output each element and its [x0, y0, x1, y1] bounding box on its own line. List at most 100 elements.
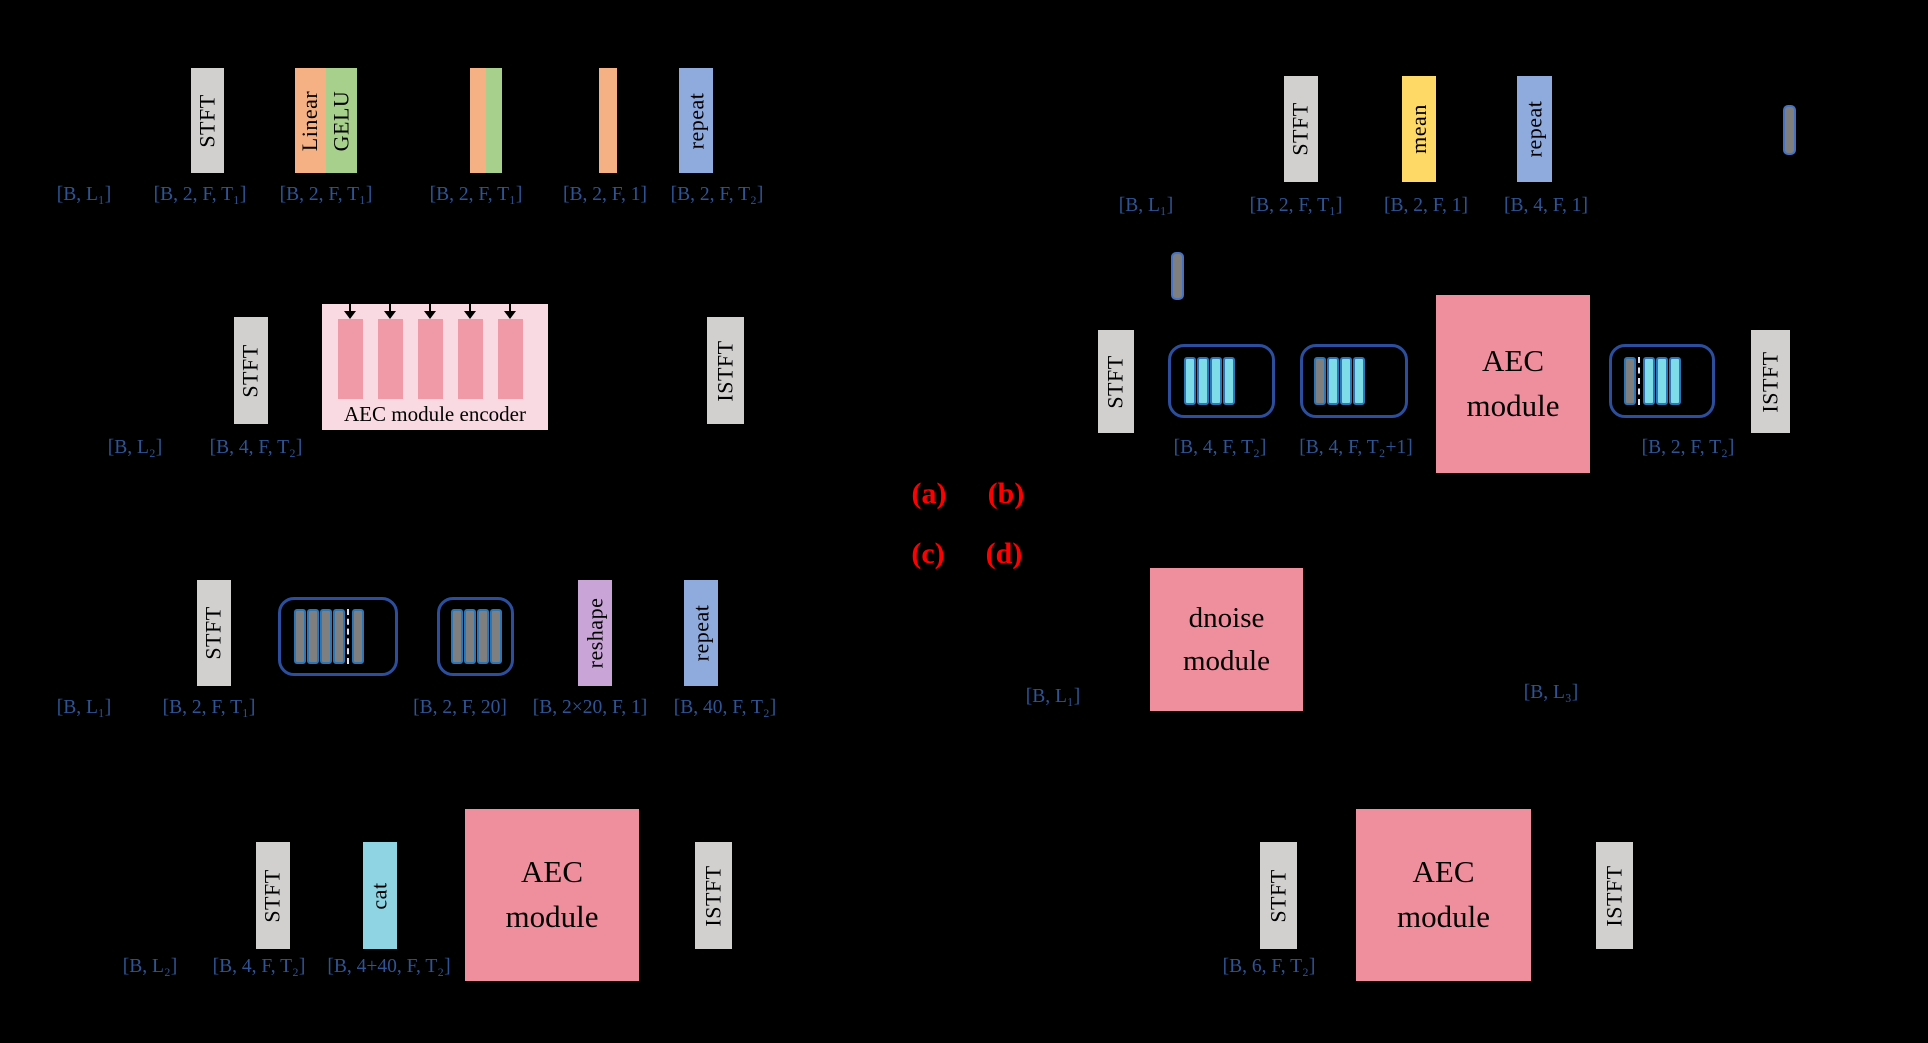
feature-bar — [1210, 357, 1222, 405]
signal-capsule — [1171, 252, 1184, 300]
stft-block: STFT — [191, 68, 224, 173]
feature-bar — [490, 609, 502, 664]
istft-block: ISTFT — [1596, 842, 1633, 949]
feature-bar — [1314, 357, 1326, 405]
tensor-shape-label: [B, 2, F, T₂] — [670, 184, 764, 205]
tensor-shape-label: [B, 4+40, F, T₂] — [327, 956, 451, 977]
dashed-divider — [347, 609, 350, 664]
feature-bar — [1327, 357, 1339, 405]
tensor-shape-label: [B, 4, F, T₂] — [1173, 437, 1267, 458]
feature-stack — [1609, 344, 1715, 418]
stft-block: STFT — [256, 842, 290, 949]
tensor-shape-label: [B, L₂] — [107, 437, 163, 458]
tensor-shape-label: [B, L₂] — [122, 956, 178, 977]
encoder-bar — [378, 319, 403, 399]
tensor-shape-label: [B, 2×20, F, 1] — [532, 697, 648, 718]
feature-bar — [1624, 357, 1636, 405]
stft-label: STFT — [1288, 102, 1314, 156]
stft-block: STFT — [234, 317, 268, 424]
repeat-label: repeat — [688, 604, 714, 662]
stft-label: STFT — [194, 93, 220, 148]
tensor-shape-label: [B, 2, F, T₂] — [1641, 437, 1735, 458]
feature-bar — [294, 609, 306, 664]
tensor-shape-label: [B, 4, F, T₂+1] — [1299, 437, 1413, 458]
gelu-thin-bar — [486, 68, 502, 173]
feature-bar — [464, 609, 476, 664]
feature-bar — [1656, 357, 1668, 405]
stft-block: STFT — [1284, 76, 1318, 182]
stft-label: STFT — [238, 343, 264, 398]
tensor-shape-label: [B, 2, F, T₁] — [279, 184, 373, 205]
reshape-label: reshape — [582, 597, 607, 669]
feature-stack — [278, 597, 398, 676]
stft-label: STFT — [1265, 868, 1291, 923]
panel-tag-a: (a) — [911, 477, 947, 510]
tensor-shape-label: [B, 2, F, 1] — [1383, 195, 1469, 216]
tensor-shape-label: [B, L₁] — [56, 697, 112, 718]
linear-thin-bar — [470, 68, 486, 173]
cat-label: cat — [367, 881, 392, 910]
down-arrow-icon — [424, 304, 436, 319]
down-arrow-icon — [464, 304, 476, 319]
feature-bar — [333, 609, 345, 664]
down-arrow-icon — [344, 304, 356, 319]
repeat-label: repeat — [683, 92, 709, 149]
aec-module-box: AEC module — [1356, 809, 1531, 981]
feature-bar — [1184, 357, 1196, 405]
stft-label: STFT — [1103, 354, 1129, 409]
repeat-block: repeat — [684, 580, 718, 686]
feature-bar — [352, 609, 364, 664]
feature-bar — [477, 609, 489, 664]
down-arrow-icon — [384, 304, 396, 319]
encoder-caption: AEC module encoder — [344, 402, 526, 426]
feature-bar — [1669, 357, 1681, 405]
istft-label: ISTFT — [700, 864, 726, 927]
tensor-shape-label: [B, 2, F, 20] — [413, 697, 507, 718]
feature-stack — [437, 597, 514, 676]
tensor-shape-label: [B, 2, F, 1] — [562, 184, 648, 205]
panel-tag-d: (d) — [985, 537, 1023, 570]
feature-bar — [451, 609, 463, 664]
feature-bar — [320, 609, 332, 664]
cat-block: cat — [363, 842, 397, 949]
feature-bar — [307, 609, 319, 664]
feature-bar — [1353, 357, 1365, 405]
aec-module-box: AEC module — [1436, 295, 1590, 473]
down-arrow-icon — [504, 304, 516, 319]
dashed-divider — [1638, 357, 1641, 405]
mean-block: mean — [1402, 76, 1436, 182]
aec-module-label: AEC module — [1466, 343, 1560, 423]
aec-module-box: AEC module — [465, 809, 639, 981]
tensor-shape-label: [B, 40, F, T₂] — [673, 697, 777, 718]
stft-block: STFT — [1098, 330, 1134, 433]
feature-bar — [1340, 357, 1352, 405]
tensor-shape-label: [B, 2, F, T₁] — [429, 184, 523, 205]
aec-module-label: AEC module — [505, 854, 599, 934]
panel-tag-b: (b) — [987, 477, 1025, 510]
istft-label: ISTFT — [1601, 864, 1627, 927]
feature-stack — [1300, 344, 1408, 418]
mean-label: mean — [1406, 104, 1431, 154]
linear-thin-bar — [599, 68, 617, 173]
repeat-block: repeat — [1517, 76, 1552, 182]
stft-block: STFT — [1260, 842, 1297, 949]
feature-bar — [1223, 357, 1235, 405]
repeat-block: repeat — [679, 68, 713, 173]
istft-block: ISTFT — [695, 842, 732, 949]
repeat-label: repeat — [1521, 100, 1547, 158]
dnoise-module-box: dnoise module — [1150, 568, 1303, 711]
signal-capsule — [1783, 105, 1796, 155]
tensor-shape-label: [B, 2, F, T₁] — [162, 697, 256, 718]
encoder-bar — [338, 319, 363, 399]
istft-label: ISTFT — [712, 339, 738, 402]
encoder-bar — [498, 319, 523, 399]
gelu-label: GELU — [328, 90, 354, 151]
aec-module-label: AEC module — [1397, 854, 1490, 934]
feature-bar — [1197, 357, 1209, 405]
tensor-shape-label: [B, L₁] — [56, 184, 112, 205]
tensor-shape-label: [B, 2, F, T₁] — [153, 184, 247, 205]
istft-block: ISTFT — [1751, 330, 1790, 433]
tensor-shape-label: [B, L₁] — [1025, 686, 1081, 707]
tensor-shape-label: [B, L₁] — [1118, 195, 1174, 216]
tensor-shape-label: [B, 6, F, T₂] — [1222, 956, 1316, 977]
